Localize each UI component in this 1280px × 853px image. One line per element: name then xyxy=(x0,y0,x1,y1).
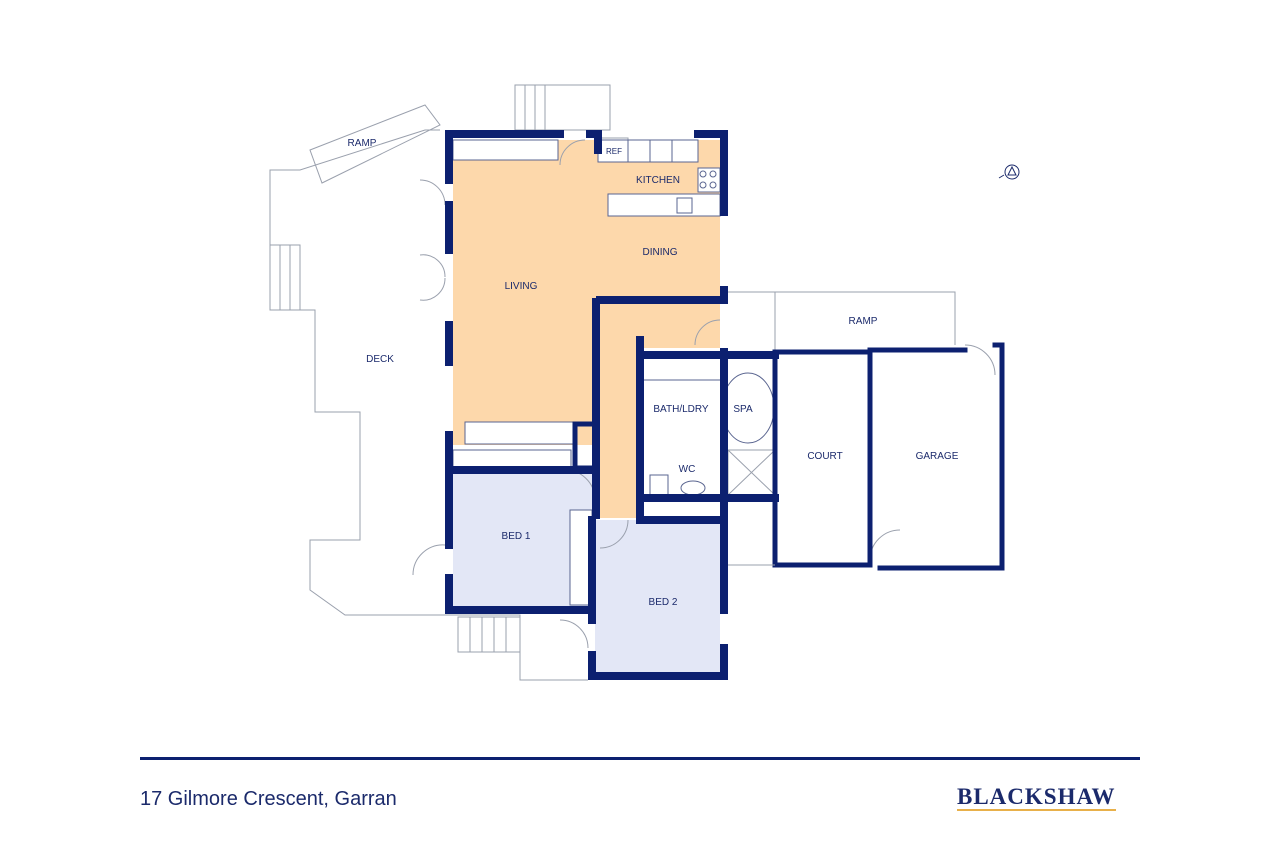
property-address: 17 Gilmore Crescent, Garran xyxy=(140,788,397,810)
room-label-wc: WC xyxy=(679,464,696,475)
room-label-ramp-top: RAMP xyxy=(348,138,377,149)
room-label-living: LIVING xyxy=(505,281,538,292)
room-label-garage: GARAGE xyxy=(916,451,959,462)
room-label-dining: DINING xyxy=(643,247,678,258)
living-area-fill xyxy=(453,140,720,518)
north-arrow-icon xyxy=(998,164,1020,180)
room-label-bath-ldry: BATH/LDRY xyxy=(653,404,709,415)
room-label-deck: DECK xyxy=(366,354,394,365)
room-label-court: COURT xyxy=(807,451,842,462)
bed2-fill xyxy=(595,520,720,672)
room-label-kitchen: KITCHEN xyxy=(636,175,680,186)
court-garage-walls xyxy=(728,342,1005,571)
footer-divider xyxy=(140,757,1140,760)
walls xyxy=(445,130,779,680)
room-label-spa: SPA xyxy=(733,404,753,415)
blackshaw-logo: BLACKSHAW xyxy=(957,784,1116,811)
room-label-bed1: BED 1 xyxy=(502,531,531,542)
room-label-ramp-right: RAMP xyxy=(849,316,878,327)
room-label-bed2: BED 2 xyxy=(649,597,678,608)
room-label-ref: REF xyxy=(606,147,622,156)
